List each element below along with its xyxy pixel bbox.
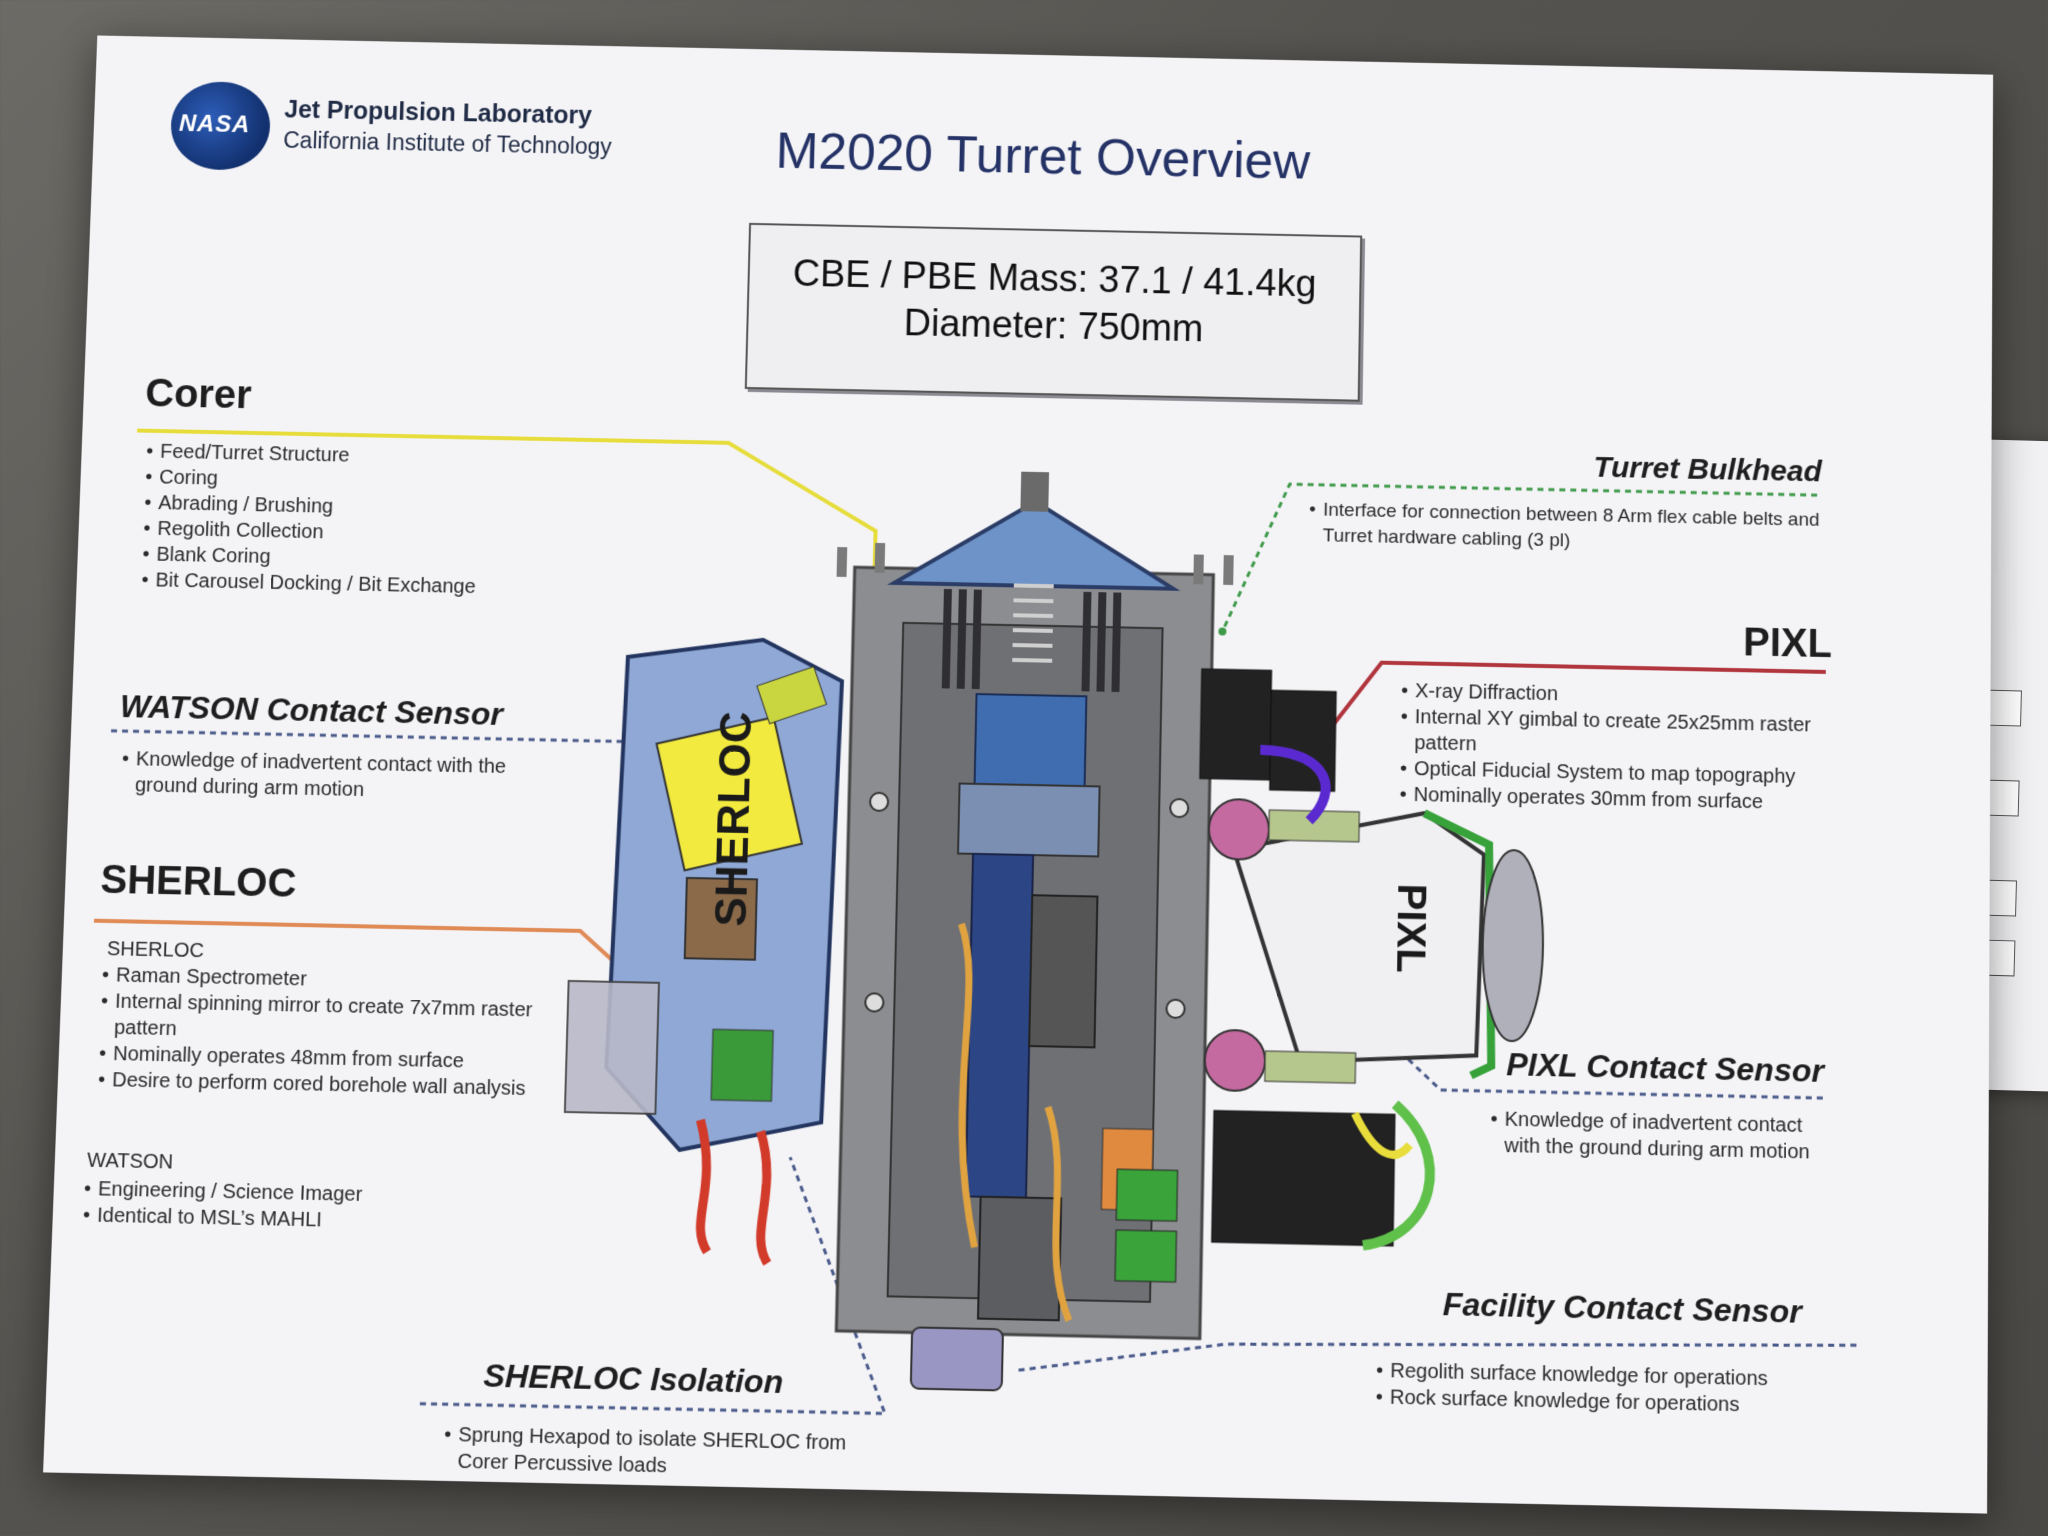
- pixl-body-label: PIXL: [1388, 883, 1434, 973]
- sherloc-item: Internal spinning mirror to create 7x7mm…: [100, 988, 533, 1049]
- turret-diagram: SHERLOC PIXL: [43, 35, 1993, 1513]
- sherloc-isolation-item: Sprung Hexapod to isolate SHERLOC from C…: [443, 1422, 879, 1484]
- watson-contact-list: Knowledge of inadvertent contact with th…: [121, 746, 513, 806]
- sherloc-isolation-list: Sprung Hexapod to isolate SHERLOC from C…: [443, 1422, 879, 1484]
- sherloc-subheading: SHERLOC: [106, 938, 205, 963]
- facility-contact-heading: Facility Contact Sensor: [1442, 1285, 1802, 1330]
- sherloc-heading: SHERLOC: [99, 857, 298, 906]
- corer-list: Feed/Turret Structure Coring Abrading / …: [141, 439, 480, 600]
- watson-list: Engineering / Science Imager Identical t…: [83, 1176, 363, 1235]
- watson-contact-item: Knowledge of inadvertent contact with th…: [121, 746, 513, 806]
- poster: NASA Jet Propulsion Laboratory Californi…: [43, 35, 1994, 1514]
- pixl-contact-list: Knowledge of inadvertent contact with th…: [1490, 1106, 1843, 1166]
- facility-contact-list: Regolith surface knowledge for operation…: [1376, 1358, 1768, 1419]
- pixl-contact-item: Knowledge of inadvertent contact with th…: [1490, 1106, 1843, 1166]
- corer-heading: Corer: [144, 371, 253, 418]
- sherloc-isolation-heading: SHERLOC Isolation: [482, 1357, 784, 1401]
- bulkhead-leader-dot: [1218, 627, 1227, 636]
- sherloc-list: Raman Spectrometer Internal spinning mir…: [98, 962, 534, 1102]
- pixl-heading: PIXL: [1743, 620, 1833, 667]
- turret-bulkhead-list: Interface for connection between 8 Arm f…: [1309, 497, 1827, 559]
- pixl-assembly: [1115, 667, 1546, 1289]
- watson-subheading: WATSON: [86, 1149, 174, 1174]
- turret-bulkhead-heading: Turret Bulkhead: [1593, 450, 1822, 489]
- sherloc-body-label: SHERLOC: [706, 711, 761, 927]
- pixl-item: Internal XY gimbal to create 25x25mm ras…: [1400, 704, 1820, 765]
- turret-bulkhead-item: Interface for connection between 8 Arm f…: [1309, 497, 1827, 559]
- pixl-contact-heading: PIXL Contact Sensor: [1506, 1045, 1825, 1089]
- pixl-list: X-ray Diffraction Internal XY gimbal to …: [1399, 678, 1820, 816]
- turret-body: [817, 471, 1234, 1395]
- sherloc-assembly: [561, 636, 843, 1265]
